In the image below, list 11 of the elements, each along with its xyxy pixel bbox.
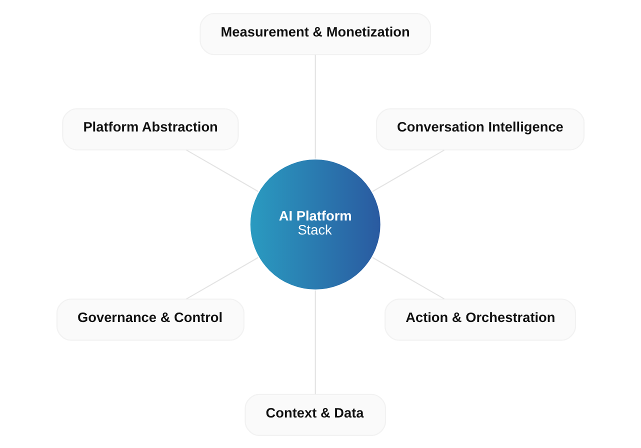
connector [372, 149, 445, 192]
node-box: Context & Data [244, 393, 386, 436]
node-box: Action & Orchestration [384, 298, 576, 340]
node-circle: AI Platform Stack [249, 158, 382, 290]
connector [186, 256, 258, 299]
node-box: Platform Abstraction [62, 108, 239, 150]
node-box: Governance & Control [56, 298, 245, 340]
node-box: Conversation Intelligence [376, 108, 585, 150]
node-box: Measurement & Monetization [200, 12, 432, 55]
connector [186, 149, 258, 192]
connector [372, 256, 445, 299]
